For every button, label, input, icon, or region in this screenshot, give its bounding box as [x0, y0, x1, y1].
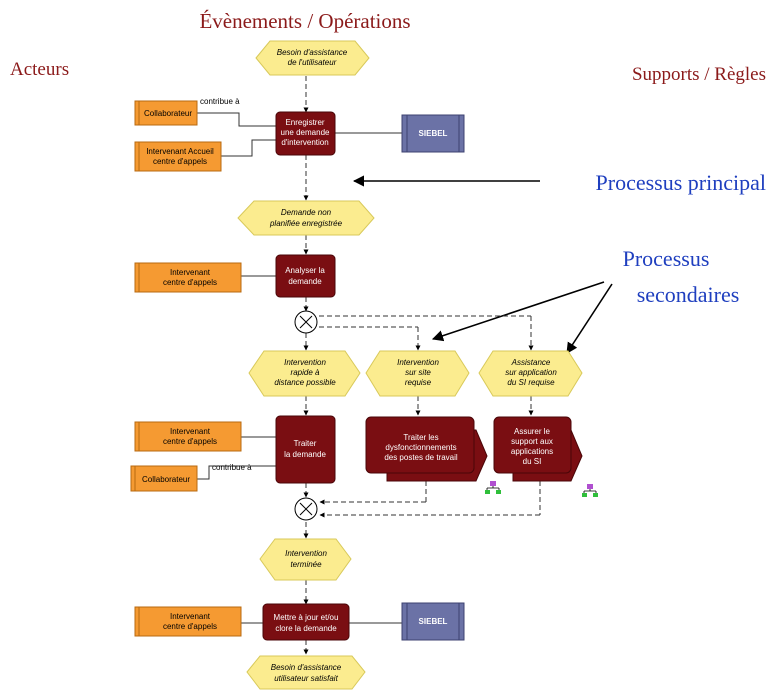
xor-split-connector: [294, 310, 318, 334]
callout-arrow-secondaire-1: [431, 281, 605, 342]
system-siebel: SIEBEL: [401, 114, 465, 153]
callout-processus-secondaires-1: Processus: [623, 246, 710, 271]
xor-join-connector: [294, 497, 318, 521]
svg-text:Collaborateur: Collaborateur: [142, 475, 190, 484]
callout-arrow-secondaire-2: [566, 283, 613, 354]
svg-text:SIEBEL: SIEBEL: [419, 617, 448, 626]
svg-text:Collaborateur: Collaborateur: [144, 109, 192, 118]
system-siebel: SIEBEL: [401, 602, 465, 641]
actor-collaborateur: Collaborateur: [134, 100, 198, 126]
callout-processus-secondaires-2: secondaires: [637, 282, 740, 307]
edge-label-contribue-1: contribue à: [200, 97, 240, 106]
header-supports: Supports / Règles: [632, 64, 766, 85]
process-hierarchy-icon: [582, 484, 598, 497]
process-hierarchy-icon: [485, 481, 501, 494]
edge-label-contribue-2: contribue à: [212, 463, 252, 472]
svg-text:SIEBEL: SIEBEL: [419, 129, 448, 138]
header-acteurs: Acteurs: [10, 59, 69, 80]
header-evenements: Évènements / Opérations: [199, 9, 410, 33]
callout-processus-principal: Processus principal: [596, 170, 766, 195]
actor-collaborateur: Collaborateur: [130, 465, 198, 492]
